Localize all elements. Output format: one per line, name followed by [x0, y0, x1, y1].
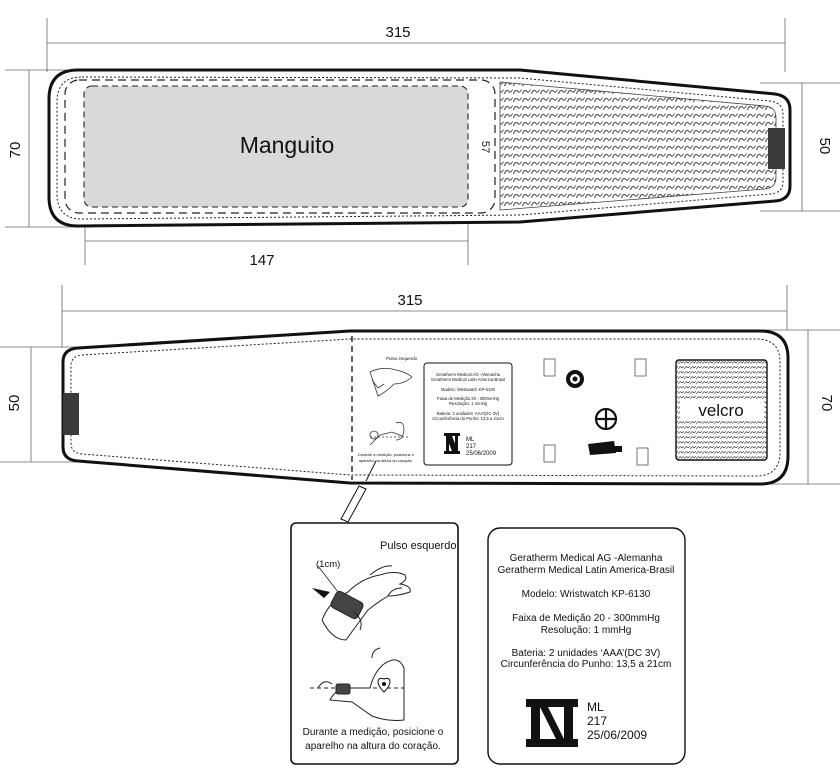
top-dim-147-label: 147 [249, 252, 274, 269]
cuff-label: Manguito [240, 132, 335, 158]
mini-circumference: Circunferência do Punho: 13,5 a 21cm [432, 416, 504, 421]
spec-battery: Bateria: 2 unidades ‘AAA’(DC 3V) [512, 648, 661, 659]
top-dim-315 [46, 18, 786, 72]
mini-cert-date: 25/06/2009 [466, 451, 497, 457]
mini-cert-code: ML [466, 437, 475, 443]
mini-range: Faixa de Medição 20 - 300mmHg [437, 396, 500, 401]
mini-cert-mark [444, 433, 460, 454]
mini-resolution: Resolução: 1 mmHg [449, 401, 488, 406]
mini-maker-2: Geratherm Medical Latin America-Brasil [431, 377, 505, 382]
spec-cert-date: 25/06/2009 [587, 728, 647, 742]
top-dim-315-label: 315 [385, 24, 410, 41]
instruction-caption-2: aparelho na altura do coração. [305, 741, 441, 752]
top-dim-50 [760, 82, 840, 212]
top-hook-area [499, 81, 777, 211]
instruction-title: Pulso esquerdo [380, 540, 456, 552]
mini-instruction [369, 368, 413, 446]
certification-mark-icon [526, 699, 578, 747]
bottom-dim-50-label: 50 [6, 395, 23, 412]
spec-resolution: Resolução: 1 mmHg [541, 625, 632, 636]
bottom-end-tab [63, 393, 79, 435]
leader-pointer [340, 460, 377, 523]
top-bladder-boundary [64, 79, 496, 214]
mini-maker-1: Geratherm Medical AG -Alemanha [436, 372, 501, 377]
mini-title: Pulso esquerdo [386, 356, 418, 361]
air-port-icon [566, 370, 584, 388]
bottom-dim-50 [0, 346, 78, 463]
spec-maker-2: Geratherm Medical Latin America-Brasil [498, 565, 675, 576]
top-view: 315 70 50 147 [5, 18, 840, 269]
bottom-dim-315 [61, 285, 788, 348]
wrist-illustration [317, 565, 411, 641]
spec-cert-number: 217 [587, 714, 607, 728]
top-dim-57-label: 57 [479, 141, 491, 153]
tube-connector-icon [588, 441, 622, 455]
fitting-slot-4 [636, 447, 649, 466]
direction-arrow-icon [312, 588, 330, 598]
instruction-caption-1: Durante a medição, posicione o [303, 727, 444, 738]
bottom-cuff-seam [70, 338, 781, 477]
velcro-label-bg [680, 399, 764, 421]
connector-cross-icon [594, 407, 618, 431]
spec-cert-code: ML [587, 700, 604, 714]
top-cuff-seam [56, 76, 784, 220]
spec-circumference: Circunferência do Punho: 13,5 a 21cm [501, 659, 672, 670]
fitting-slot-2 [634, 358, 647, 377]
bottom-dim-70 [760, 329, 840, 485]
spec-maker-1: Geratherm Medical AG -Alemanha [510, 553, 663, 564]
spec-range: Faixa de Medição 20 - 300mmHg [512, 613, 660, 624]
velcro-label: velcro [698, 401, 743, 420]
mini-caption-2: aparelho na altura do coração. [359, 458, 413, 463]
top-end-tab [768, 128, 785, 169]
spec-label: Geratherm Medical AG -Alemanha Geratherm… [487, 527, 686, 765]
mini-cert-number: 217 [466, 444, 477, 450]
fitting-slot-3 [543, 444, 556, 463]
top-dim-50-label: 50 [816, 138, 833, 155]
instruction-offset: (1cm) [316, 559, 340, 570]
mini-model: Modelo: Wristwatch KP-6130 [441, 387, 496, 392]
bottom-dim-70-label: 70 [818, 395, 835, 412]
mini-battery: Bateria: 2 unidades ‘AAA’(DC 3V) [437, 411, 500, 416]
bottom-dim-315-label: 315 [397, 292, 422, 309]
fitting-slot-1 [543, 358, 556, 377]
body-illustration [310, 647, 405, 721]
top-dim-70-label: 70 [7, 142, 24, 159]
top-bladder [83, 85, 469, 208]
heart-dot [382, 682, 386, 686]
instruction-card: Pulso esquerdo (1cm) Durante a medição, … [290, 522, 459, 765]
mini-caption-1: Durante a medição, posicione o [358, 452, 415, 457]
bottom-view: 315 50 70 Pulso esquerdo Durante a m [0, 285, 840, 523]
spec-model: Modelo: Wristwatch KP-6130 [522, 589, 651, 600]
